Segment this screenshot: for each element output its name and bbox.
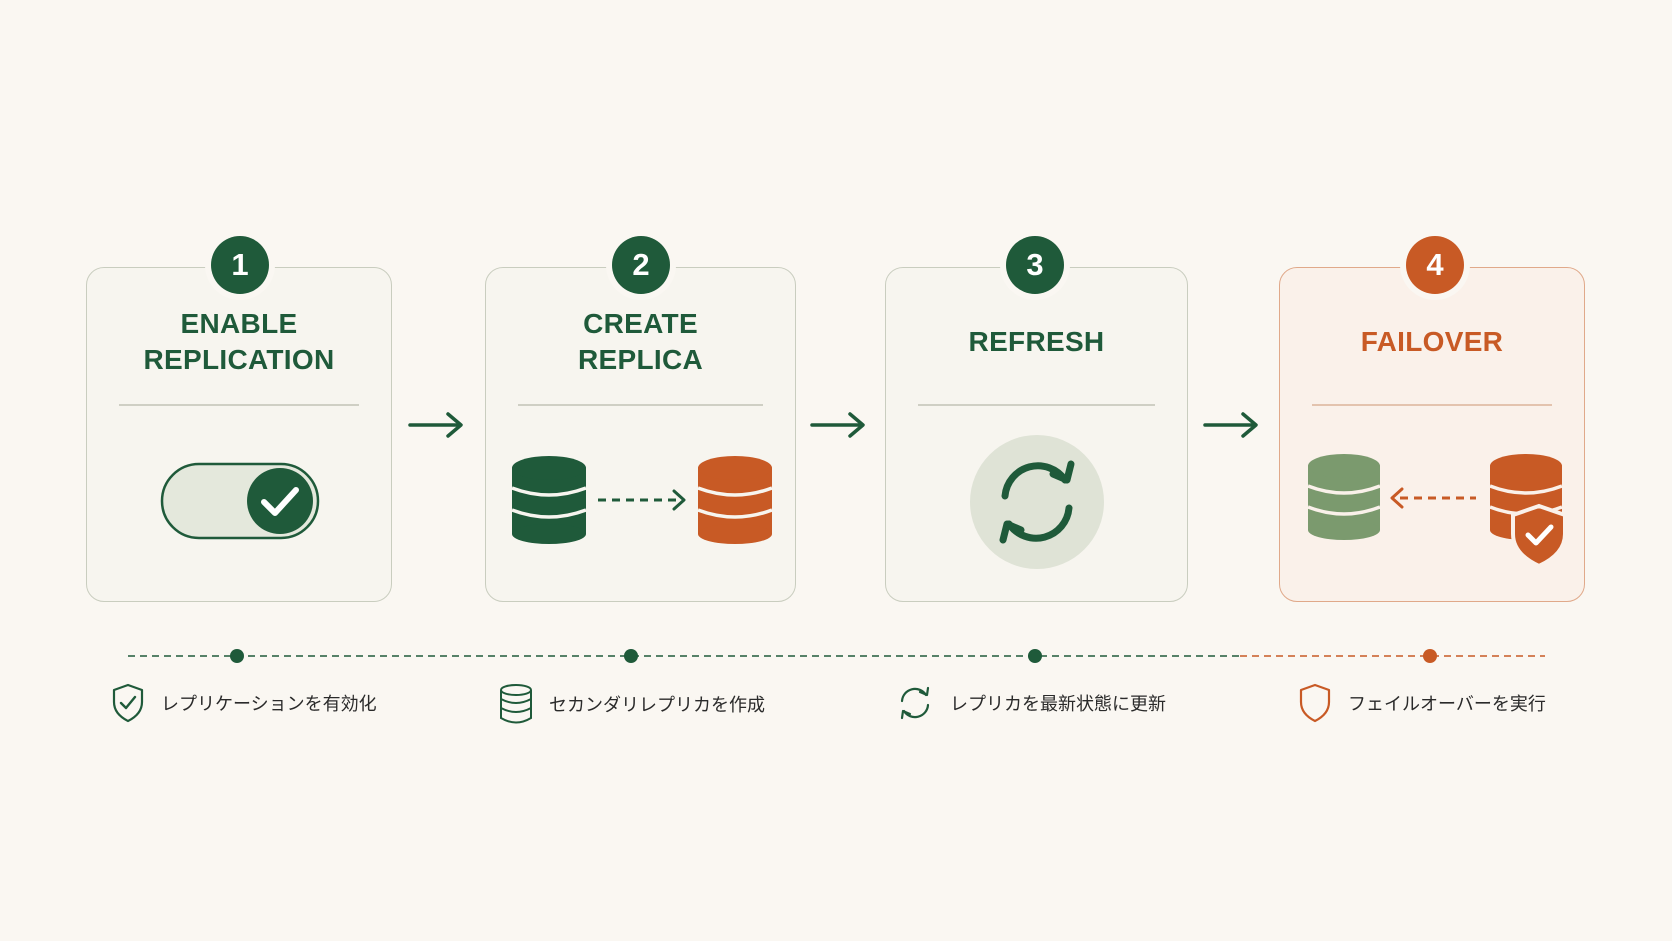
shield-check-icon: [112, 683, 144, 723]
timeline-dot: [1423, 649, 1437, 663]
toggle-on-check-icon: [160, 462, 320, 540]
database-icon: [500, 684, 532, 724]
arrow-right-icon: [810, 412, 865, 438]
timeline-dot: [624, 649, 638, 663]
caption-enable-replication: レプリケーションを有効化: [111, 683, 377, 723]
step-title: ENABLE REPLICATION: [143, 308, 335, 375]
refresh-cycle-icon: [970, 435, 1104, 569]
step-number-badge: 2: [612, 236, 670, 294]
caption-text: レプリカを最新状態に更新: [950, 694, 1166, 715]
step-card-create-replica: CREATE REPLICA: [485, 267, 796, 602]
caption-failover: フェイルオーバーを実行: [1298, 683, 1546, 723]
timeline-dot: [1028, 649, 1042, 663]
caption-text: セカンダリレプリカを作成: [549, 695, 765, 716]
step-number-badge: 1: [211, 236, 269, 294]
step-title: FAILOVER: [1360, 326, 1504, 357]
step-card-failover: FAILOVER: [1279, 267, 1585, 602]
step-number-badge: 3: [1006, 236, 1064, 294]
divider: [518, 404, 763, 406]
step-card-enable-replication: ENABLE REPLICATION: [86, 267, 392, 602]
database-replicate-icon: [511, 456, 773, 544]
step-title: REFRESH: [968, 326, 1105, 357]
caption-refresh: レプリカを最新状態に更新: [896, 683, 1166, 723]
caption-text: フェイルオーバーを実行: [1348, 694, 1546, 715]
timeline-dot: [230, 649, 244, 663]
arrow-right-icon: [1203, 412, 1258, 438]
database-failover-shield-icon: [1307, 454, 1567, 569]
arrow-right-icon: [408, 412, 463, 438]
step-card-refresh: REFRESH: [885, 267, 1188, 602]
step-title: CREATE REPLICA: [578, 308, 703, 375]
divider: [1312, 404, 1552, 406]
caption-create-replica: セカンダリレプリカを作成: [499, 683, 765, 725]
divider: [119, 404, 359, 406]
step-number-badge: 4: [1406, 236, 1464, 294]
divider: [918, 404, 1155, 406]
shield-icon: [1299, 683, 1331, 723]
caption-text: レプリケーションを有効化: [161, 694, 377, 715]
refresh-icon: [900, 686, 930, 720]
